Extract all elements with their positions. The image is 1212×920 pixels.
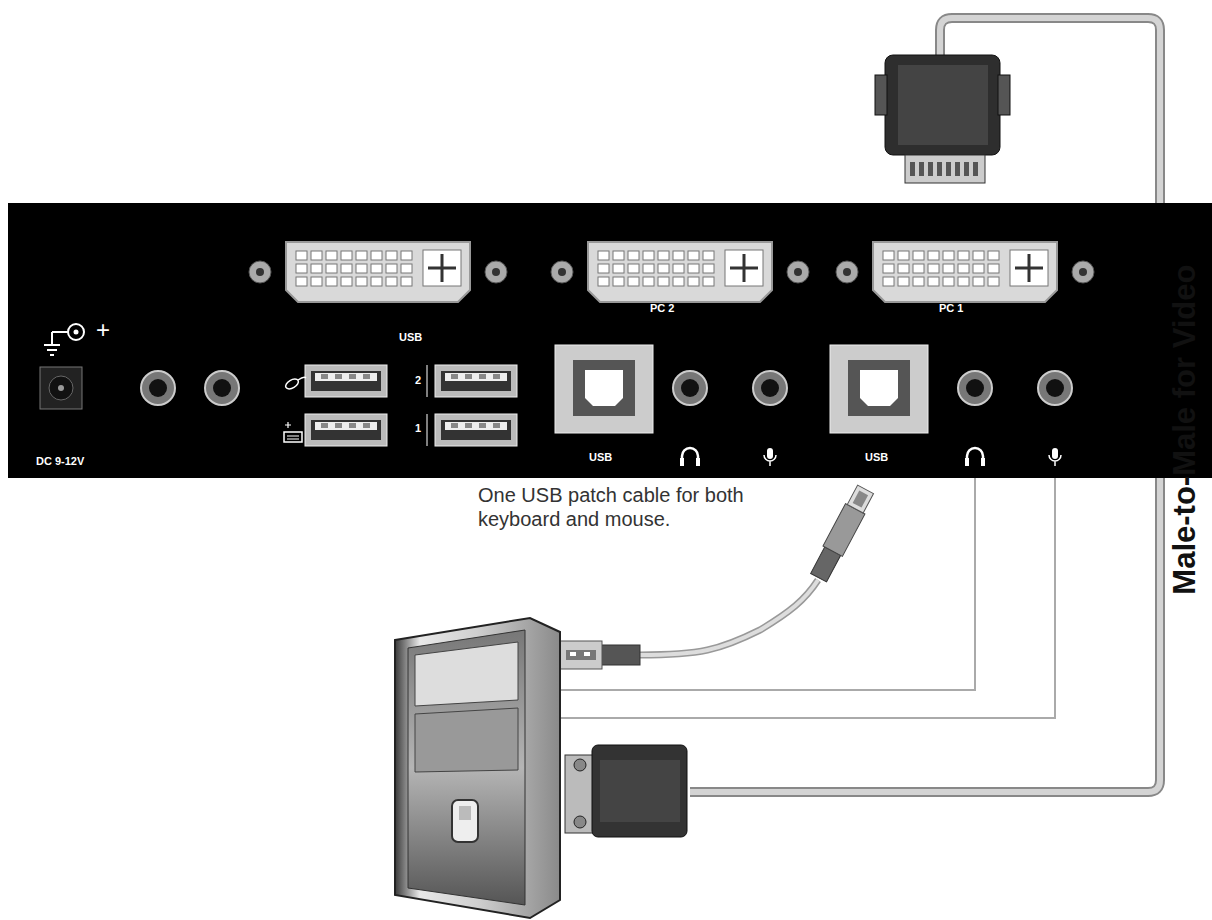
port-label: PC 2 [650,302,674,315]
port-number: 2 [415,374,421,387]
callout-note: One USB patch cable for both keyboard an… [478,483,778,531]
audio-jacks [141,371,1072,405]
kvm-back-panel [8,203,1212,478]
dvi-plug [875,55,1010,183]
port-label: USB [399,331,422,344]
pc-tower [395,618,560,918]
dvi-plug [565,745,687,837]
port-label: PC 1 [939,302,963,315]
keyboard-icon [284,422,302,442]
port-number: 1 [415,422,421,435]
dvi-ports [249,242,1094,302]
mouse-icon [284,377,306,391]
cable-note: Male-to-Male for Video [1166,265,1203,595]
power-jack [40,324,84,409]
polarity-sign: + [96,316,110,345]
audio-icons [680,448,1061,466]
usb-a-ports [305,365,517,446]
power-rating: DC 9-12V [36,455,84,468]
usb-b-ports [555,345,928,433]
port-label: USB [865,451,888,464]
port-label: USB [589,451,612,464]
